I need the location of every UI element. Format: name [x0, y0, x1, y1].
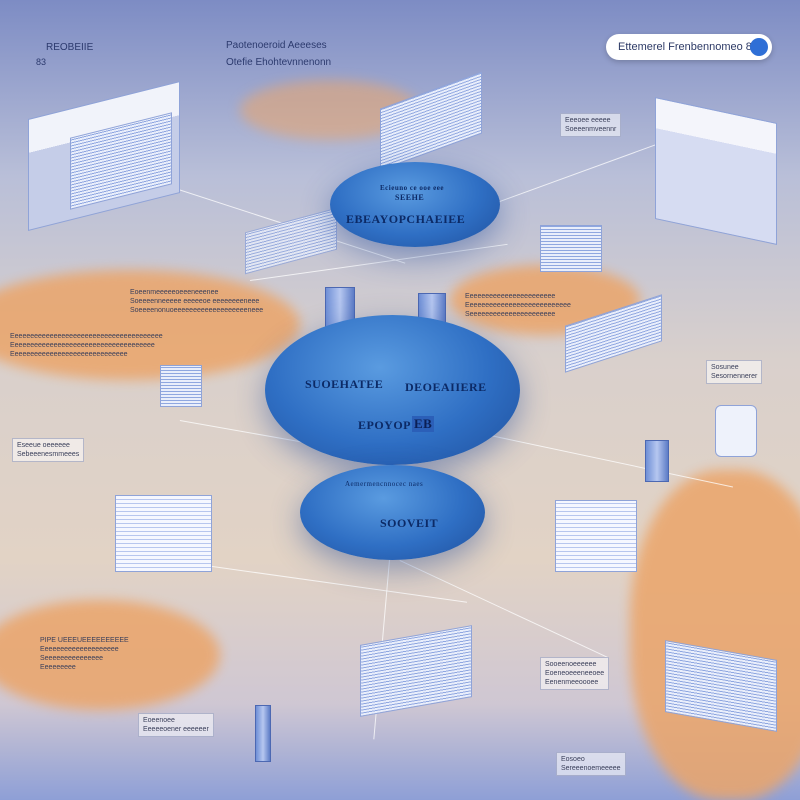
label-bottom-far-right: Eosoeo Sereeenoemeeeee — [556, 752, 626, 776]
text-line: Seeeeeeeeeeeeeeeeeeeeee — [465, 311, 556, 318]
text-line: Soeeeenonuoeeeeeeeeeeeeeeeeeeeneee — [130, 307, 264, 314]
label-line: Eseeue oeeeeee — [17, 442, 70, 449]
cloud-top-label: EBEAYOPCHAEIEE — [346, 212, 466, 226]
orange-left-text: Eoeenmeeeeeoeeeneeenee Soeeeenneeeee eee… — [130, 288, 263, 315]
cloud-middle-bottom-label: EPOYOP — [358, 418, 411, 432]
cloud-lower-label: SOOVEIT — [380, 516, 439, 530]
label-bottom-right: Sooeenoeeeeee Eoeneoeeeneeoee Eenenmeeoo… — [540, 657, 610, 690]
header-center-line2: Otefie Ehohtevnnenonn — [226, 57, 332, 68]
text-line: Eeeeeeeee — [40, 664, 76, 671]
header-left: REOBEIIE 83 — [36, 42, 94, 67]
cloud-middle-badge: EB — [412, 416, 435, 432]
label-line: Sooeenoeeeeee — [545, 661, 597, 668]
orange-region-bottom-right — [630, 470, 800, 800]
label-line: Eoeneoeeeneeoee — [545, 670, 605, 677]
cloud-lower-small: Aemermencnnocec naes — [345, 480, 424, 488]
server-mid-left — [160, 365, 202, 407]
label-line: Eoeenoee — [143, 717, 175, 724]
label-bottom-center: Eoeenoee Eeeeeoener eeeeeer — [138, 713, 214, 737]
label-left: Eseeue oeeeeee Sebeeenesmmeees — [12, 438, 85, 462]
text-line: Eeeeeeeeeeeeeeeeeeee — [40, 646, 119, 653]
far-left-text: Eeeeeeeeeeeeeeeeeeeeeeeeeeeeeeeeeeeeeee … — [10, 332, 163, 359]
label-line: Sebeeenesmmeees — [17, 451, 80, 458]
orange-region-left — [0, 270, 300, 380]
tower-right-mid — [645, 440, 669, 482]
orange-region-bottom-left — [0, 600, 220, 710]
label-line: Eeeeeoener eeeeeer — [143, 726, 209, 733]
label-line: Eenenmeeoooee — [545, 679, 599, 686]
text-line: Eeeeeeeeeeeeeeeeeeeeeeeeeeeeeeeeeeeeeee — [10, 333, 163, 340]
header-center-line1: Paotenoeroid Aeeeses — [226, 40, 327, 51]
label-line: Sereeenoemeeeee — [561, 765, 621, 772]
text-line: Seeeeeeeeeeeeeee — [40, 655, 104, 662]
server-right-small — [540, 225, 602, 272]
label-line: Sesornennerer — [711, 373, 758, 380]
text-line: Eeeeeeeeeeeeeeeeeeeeeee — [465, 293, 556, 300]
label-line: Soeeenmveennr — [565, 126, 617, 133]
header-left-title: REOBEIIE — [46, 42, 94, 53]
cloud-middle-left-label: SUOEHATEE — [305, 377, 384, 391]
icon-device-right — [715, 405, 757, 457]
server-stack-bottom — [360, 625, 472, 717]
cloud-middle-right-label: DEOEAIIERE — [405, 380, 487, 394]
cloud-middle — [265, 315, 520, 465]
tower-bottom — [255, 705, 271, 762]
search-bar[interactable]: Ettemerel Frenbennomeo 8& — [606, 34, 772, 60]
server-stack-left — [115, 495, 212, 572]
text-line: Eeeeeeeeeeeeeeeeeeeeeeeeeee — [465, 302, 571, 309]
search-icon[interactable] — [750, 38, 768, 56]
label-line: Sosunee — [711, 364, 739, 371]
connector-line — [169, 560, 468, 603]
header-left-sub: 83 — [36, 57, 47, 67]
text-line: PIPE UEEEUEEEEEEEEEE — [40, 637, 129, 644]
text-line: Soeeeenneeeee eeeeeoe eeeeeeeeneee — [130, 298, 260, 305]
cloud-top — [330, 162, 500, 247]
cloud-lower — [300, 465, 485, 560]
orange-right-text: Eeeeeeeeeeeeeeeeeeeeeee Eeeeeeeeeeeeeeee… — [465, 292, 571, 319]
text-line: Eoeenmeeeeeoeeeneeenee — [130, 289, 219, 296]
label-top-right: Eeeoee eeeee Soeeenmveennr — [560, 113, 622, 137]
text-line: Eeeeeeeeeeeeeeeeeeeeeeeeeeeeeeeeeeeee — [10, 342, 155, 349]
server-top-center — [380, 71, 482, 171]
server-building-top-right — [655, 97, 777, 245]
header-center: Paotenoeroid Aeeeses Otefie Ehohtevnneno… — [200, 40, 331, 68]
cloud-top-small: Ecieuno ce ooe eee — [380, 184, 445, 192]
label-right: Sosunee Sesornennerer — [706, 360, 763, 384]
cloud-top-small2: SEEHE — [395, 193, 425, 202]
text-line: Eeeeeeeeeeeeeeeeeeeeeeeeeeeeee — [10, 351, 128, 358]
panel-left — [245, 207, 337, 275]
label-line: Eeeoee eeeee — [565, 117, 611, 124]
server-stack-right — [555, 500, 637, 572]
search-text: Ettemerel Frenbennomeo 8& — [618, 41, 760, 53]
label-line: Eosoeo — [561, 756, 585, 763]
orange-bottom-left-text: PIPE UEEEUEEEEEEEEEE Eeeeeeeeeeeeeeeeeee… — [40, 636, 129, 672]
